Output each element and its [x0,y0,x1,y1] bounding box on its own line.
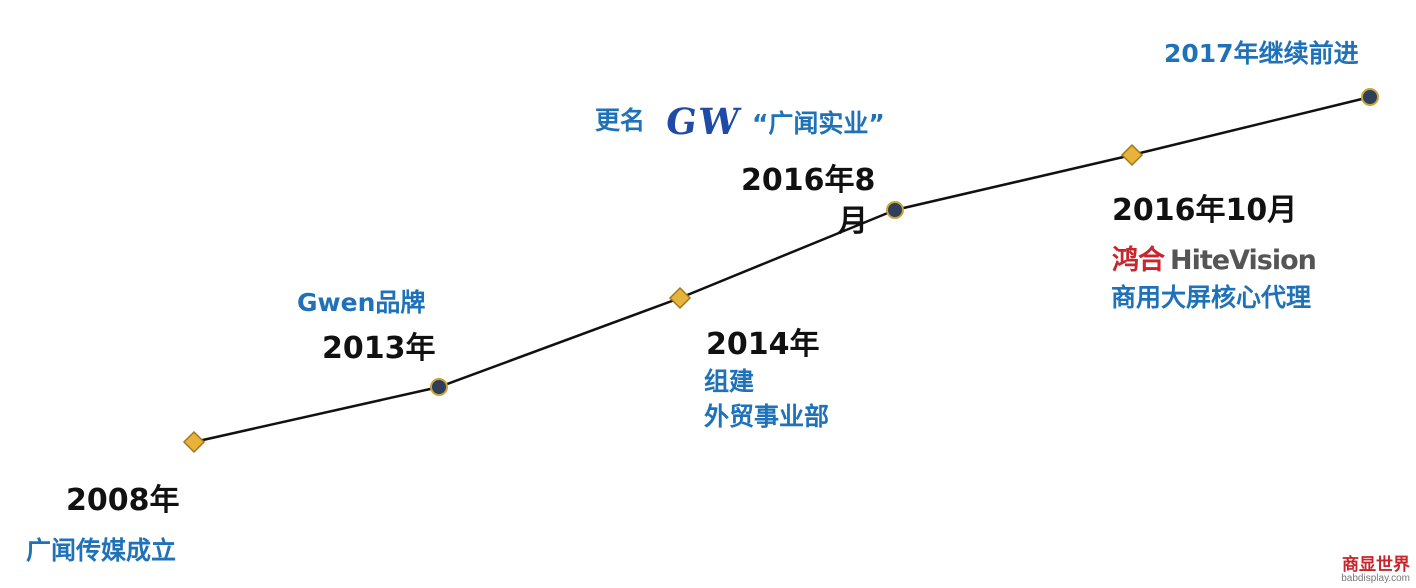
timeline-circle-marker [430,378,448,396]
year-2013: 2013年 [322,331,436,366]
hitevision-logo-cn: 鸿合 [1112,245,1165,276]
year-2016-10: 2016年10月 [1112,193,1298,228]
timeline-diamond-marker [668,286,692,310]
watermark: 商显世界 babdisplay.com [1341,557,1410,584]
year-2008: 2008年 [66,483,180,518]
watermark-sub: babdisplay.com [1341,573,1410,584]
event-2014-desc-line2: 外贸事业部 [704,402,830,431]
timeline-markers [182,88,1379,454]
event-2013-desc: Gwen品牌 [297,288,426,317]
timeline-diamond-marker [182,430,206,454]
event-2016-08-rename: 更名 [595,106,646,135]
event-2016-10-desc: 商用大屏核心代理 [1111,283,1312,312]
timeline-diamond-marker [1120,143,1144,167]
timeline-circle-marker [886,201,904,219]
watermark-main: 商显世界 [1342,555,1410,575]
hitevision-logo-en: HiteVision [1170,245,1317,276]
event-2017-desc: 2017年继续前进 [1164,39,1359,68]
event-2016-08-new-name: “广闻实业” [752,109,885,138]
event-2014-desc-line1: 组建 [704,367,755,396]
year-2016-08-line2: 月 [838,204,868,239]
year-2014: 2014年 [706,327,820,362]
timeline-circle-marker [1361,88,1379,106]
year-2016-08: 2016年8 [741,163,876,198]
timeline-line [193,95,1371,444]
gw-logo: GW [663,101,745,143]
event-2008-desc: 广闻传媒成立 [26,536,177,565]
